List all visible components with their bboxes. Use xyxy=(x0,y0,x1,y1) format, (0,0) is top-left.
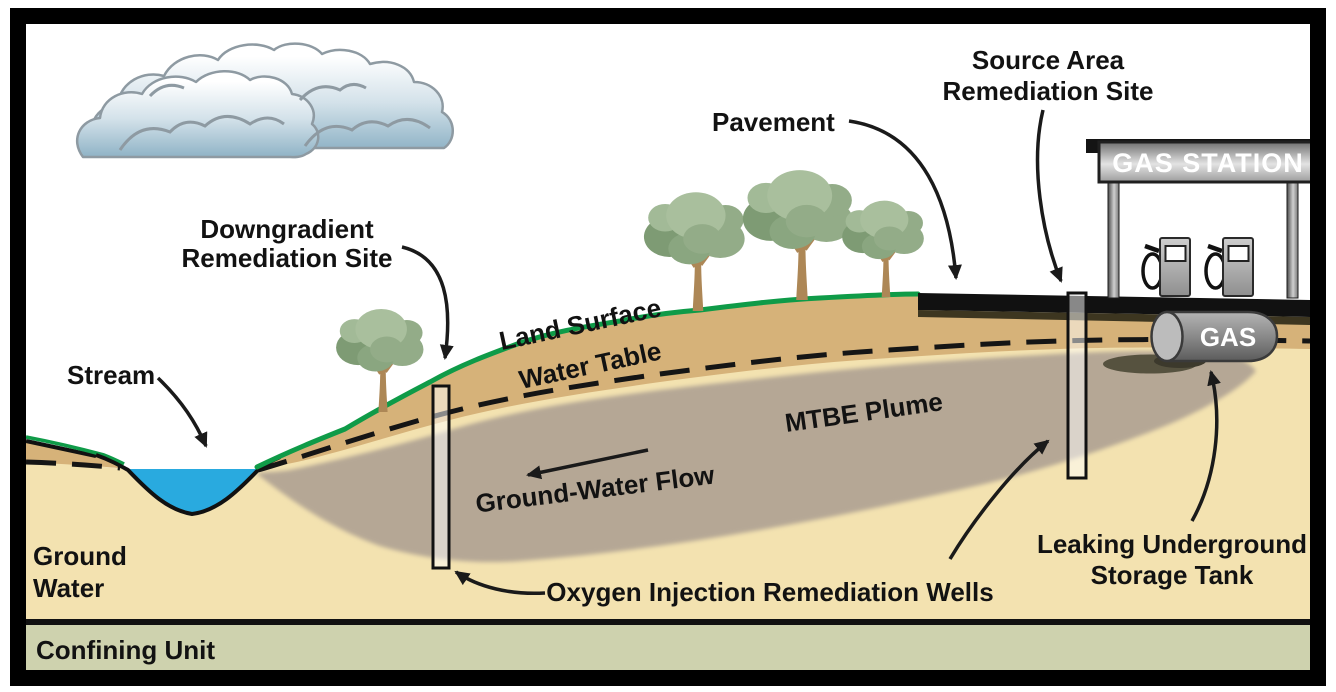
underground-storage-tank: GAS xyxy=(1103,310,1279,374)
label-leaking-tank-1: Leaking Underground xyxy=(1037,529,1307,559)
frame-bottom xyxy=(10,670,1326,686)
frame-right xyxy=(1310,8,1326,686)
water-table-line-left xyxy=(25,459,121,471)
label-downgradient-2: Remediation Site xyxy=(182,243,393,273)
pavement-leader-arrow xyxy=(848,119,962,280)
stream-water xyxy=(127,469,257,513)
remediation-well-downgradient xyxy=(431,384,451,570)
remediation-well-source xyxy=(1066,291,1088,480)
cloud-detail-line xyxy=(303,118,431,147)
label-source-area-1: Source Area xyxy=(972,45,1125,75)
tank-end-cap xyxy=(1150,310,1184,363)
gas-station: GAS STATION xyxy=(1086,139,1324,299)
oxygen-wells-right-leader-arrow xyxy=(948,439,1050,560)
label-source-area-2: Remediation Site xyxy=(943,76,1154,106)
oxygen-wells-left-leader-arrow xyxy=(454,570,546,596)
fuel-pump xyxy=(1141,237,1191,297)
source-area-leader-arrow xyxy=(1035,109,1063,283)
tank-label: GAS xyxy=(1200,322,1256,352)
downgradient-leader-arrow xyxy=(401,245,454,360)
label-ground-water-2: Water xyxy=(33,573,104,603)
ground-water-flow-arrow xyxy=(526,448,649,480)
label-pavement: Pavement xyxy=(712,107,835,137)
label-leaking-tank-2: Storage Tank xyxy=(1091,560,1254,590)
pump-nozzle xyxy=(1207,243,1223,254)
unsaturated-zone-right xyxy=(258,295,1310,468)
cloud-detail-line xyxy=(148,83,185,98)
frame-left xyxy=(10,8,26,686)
fuel-pump xyxy=(1204,237,1254,297)
leaking-tank-leader-arrow xyxy=(1190,370,1221,522)
pump-screen xyxy=(1164,245,1187,262)
green-surface-left xyxy=(25,435,125,466)
land-surface-line-left xyxy=(25,439,97,458)
stream-leader-arrow xyxy=(156,376,208,448)
confining-unit-top-line xyxy=(26,619,1310,625)
label-oxygen-wells: Oxygen Injection Remediation Wells xyxy=(546,577,993,607)
pump-screen xyxy=(1227,245,1250,262)
pump-nozzle xyxy=(1144,243,1160,254)
gas-station-sign-text: GAS STATION xyxy=(1112,148,1304,178)
label-downgradient-1: Downgradient xyxy=(200,214,374,244)
cloud-detail-line xyxy=(298,83,367,102)
canopy-post-right xyxy=(1286,179,1299,299)
label-ground-water-1: Ground xyxy=(33,541,127,571)
tank-body xyxy=(1165,310,1279,363)
cloud-front xyxy=(76,70,320,159)
label-confining-unit: Confining Unit xyxy=(36,635,215,665)
cloud-detail-line xyxy=(118,115,285,151)
clouds xyxy=(76,42,454,159)
confining-unit-layer xyxy=(26,625,1310,670)
label-stream: Stream xyxy=(67,360,155,390)
mtbe-plume xyxy=(256,351,1256,563)
frame-top xyxy=(10,8,1326,24)
canopy-post-left xyxy=(1107,179,1120,299)
water-table-line xyxy=(257,337,1311,473)
